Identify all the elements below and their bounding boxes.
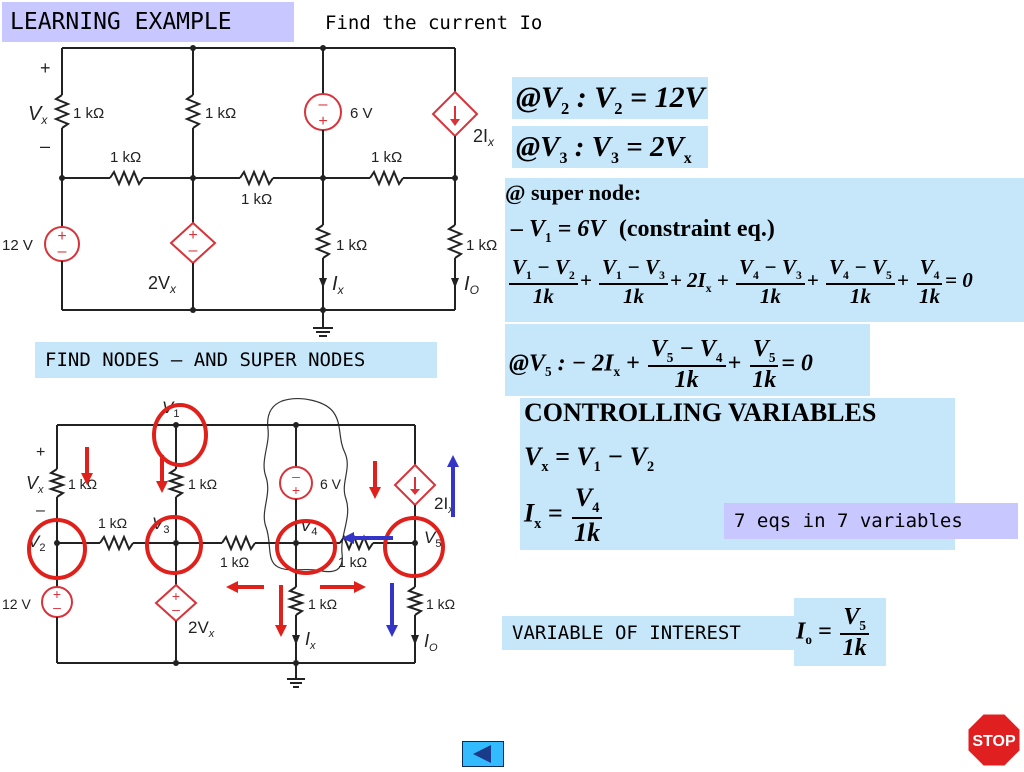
variable-of-interest: VARIABLE OF INTEREST [502,616,794,650]
svg-text:1 kΩ: 1 kΩ [110,149,141,166]
svg-text:12 V: 12 V [2,596,31,612]
svg-text:IO: IO [464,273,479,297]
svg-text:1 kΩ: 1 kΩ [336,237,367,254]
svg-text:1 kΩ: 1 kΩ [241,191,272,208]
svg-text:+: + [36,444,45,461]
svg-text:–: – [189,242,198,259]
svg-text:6 V: 6 V [320,476,342,492]
svg-text:1 kΩ: 1 kΩ [466,237,497,254]
vx-equation: Vx = V1 − V2 [524,442,655,476]
svg-text:IO: IO [424,631,438,654]
node-v3-equation: @V3 : V3 = 2Vx [512,126,708,168]
svg-text:–: – [58,243,67,260]
svg-text:2Vx: 2Vx [148,273,177,296]
slide-subtitle: Find the current Io [325,12,543,34]
svg-text:–: – [319,96,328,113]
node-v2-equation: @V2 : V2 = 12V [512,77,708,119]
svg-text:1 kΩ: 1 kΩ [371,149,402,166]
svg-text:Ix: Ix [332,273,345,297]
svg-text:–: – [172,601,180,617]
svg-text:+: + [53,586,61,602]
svg-text:+: + [318,113,327,130]
controlling-variables: CONTROLLING VARIABLES Vx = V1 − V2 Ix = … [520,398,955,550]
svg-text:6 V: 6 V [350,105,373,122]
svg-text:–: – [40,136,50,156]
svg-text:1 kΩ: 1 kΩ [188,476,217,492]
circuit-diagram-top: +– +– –+ 1 kΩ 1 kΩ 1 kΩ 1 kΩ 1 kΩ 1 kΩ 1… [2,45,497,337]
svg-text:STOP: STOP [972,733,1016,750]
supernode-equations: @ super node: – V1 = 6V (constraint eq.)… [505,178,1024,322]
svg-text:1 kΩ: 1 kΩ [98,515,127,531]
back-button[interactable] [462,741,504,767]
svg-text:1 kΩ: 1 kΩ [68,476,97,492]
triangle-left-icon [473,745,491,763]
find-nodes-label: FIND NODES – AND SUPER NODES [35,342,437,378]
node-label-v5: V5 [424,528,441,550]
svg-text:–: – [53,599,61,615]
svg-text:1 kΩ: 1 kΩ [308,596,337,612]
svg-text:1 kΩ: 1 kΩ [205,105,236,122]
stop-button[interactable]: STOP [965,711,1023,769]
svg-text:12 V: 12 V [2,237,33,254]
svg-text:1 kΩ: 1 kΩ [338,554,367,570]
svg-text:–: – [292,468,300,484]
svg-text:+: + [292,482,300,498]
svg-text:2Vx: 2Vx [188,618,215,640]
slide-title: LEARNING EXAMPLE [2,2,294,42]
svg-text:Ix: Ix [305,629,316,652]
controlling-title: CONTROLLING VARIABLES [524,398,877,427]
svg-text:–: – [36,502,45,519]
svg-text:+: + [40,58,51,78]
constraint-equation: – V1 = 6V (constraint eq.) [511,216,775,245]
svg-text:2Ix: 2Ix [473,126,495,149]
svg-text:+: + [188,227,197,244]
svg-text:1 kΩ: 1 kΩ [426,596,455,612]
svg-text:Vx: Vx [26,473,44,496]
svg-text:1 kΩ: 1 kΩ [73,105,104,122]
supernode-title: @ super node: [505,180,642,205]
svg-text:+: + [57,228,66,245]
stop-sign-icon: STOP [965,711,1023,769]
svg-text:+: + [172,588,180,604]
svg-text:1 kΩ: 1 kΩ [220,554,249,570]
circuit-diagram-bottom: +– +– –+ 1 kΩ 1 kΩ 1 kΩ 1 kΩ 1 kΩ 1 kΩ 1… [2,398,459,688]
svg-text:Vx: Vx [28,103,48,127]
svg-text:2Ix: 2Ix [434,494,454,516]
eq-count-badge: 7 eqs in 7 variables [724,503,1018,539]
